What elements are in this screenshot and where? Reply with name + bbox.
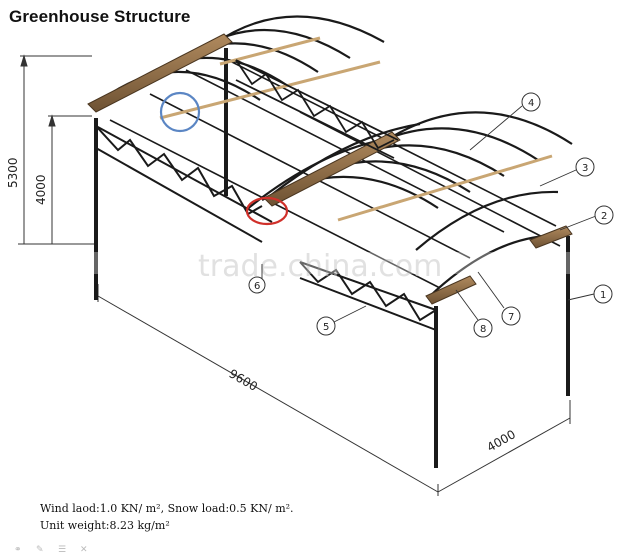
callout-6: 6 <box>248 276 266 294</box>
svg-text:7: 7 <box>508 312 514 323</box>
svg-text:1: 1 <box>600 290 606 301</box>
svg-text:4: 4 <box>528 98 534 109</box>
footer-toolbar: ⚭ ✎ ☰ ✕ <box>14 546 90 555</box>
callout-4: 4 <box>521 92 541 112</box>
share-icon[interactable]: ⚭ <box>14 545 22 555</box>
spec-loads: Wind laod:1.0 KN/ m², Snow load:0.5 KN/ … <box>40 502 294 515</box>
close-icon[interactable]: ✕ <box>80 545 88 555</box>
callout-1: 1 <box>593 284 613 304</box>
highlight-circle-blue <box>159 91 201 133</box>
height-eave-label: 4000 <box>34 174 48 205</box>
callout-leaders <box>261 105 597 323</box>
spec-unit-weight: Unit weight:8.23 kg/m² <box>40 519 170 532</box>
svg-text:8: 8 <box>480 324 486 335</box>
width-dimension <box>437 400 571 493</box>
page-title: Greenhouse Structure <box>9 7 191 26</box>
front-truss <box>95 125 273 243</box>
length-label: 9600 <box>227 366 260 393</box>
center-truss <box>235 59 399 159</box>
side-truss <box>299 261 437 331</box>
gutters <box>87 33 573 305</box>
svg-text:2: 2 <box>601 211 607 222</box>
svg-text:3: 3 <box>582 163 588 174</box>
length-dimension <box>97 284 439 496</box>
watermark: trade.china.com <box>0 249 628 284</box>
callout-3: 3 <box>575 157 595 177</box>
callout-7: 7 <box>501 306 521 326</box>
callout-5: 5 <box>316 316 336 336</box>
list-icon[interactable]: ☰ <box>58 545 67 555</box>
callout-8: 8 <box>473 318 493 338</box>
highlight-circle-red <box>245 196 289 226</box>
height-dimensions <box>18 54 96 245</box>
svg-text:6: 6 <box>254 281 260 292</box>
watermark-text: trade.china.com <box>198 249 442 284</box>
height-total-label: 5300 <box>6 157 20 188</box>
svg-text:5: 5 <box>323 322 329 333</box>
callout-2: 2 <box>594 205 614 225</box>
edit-icon[interactable]: ✎ <box>36 545 44 555</box>
